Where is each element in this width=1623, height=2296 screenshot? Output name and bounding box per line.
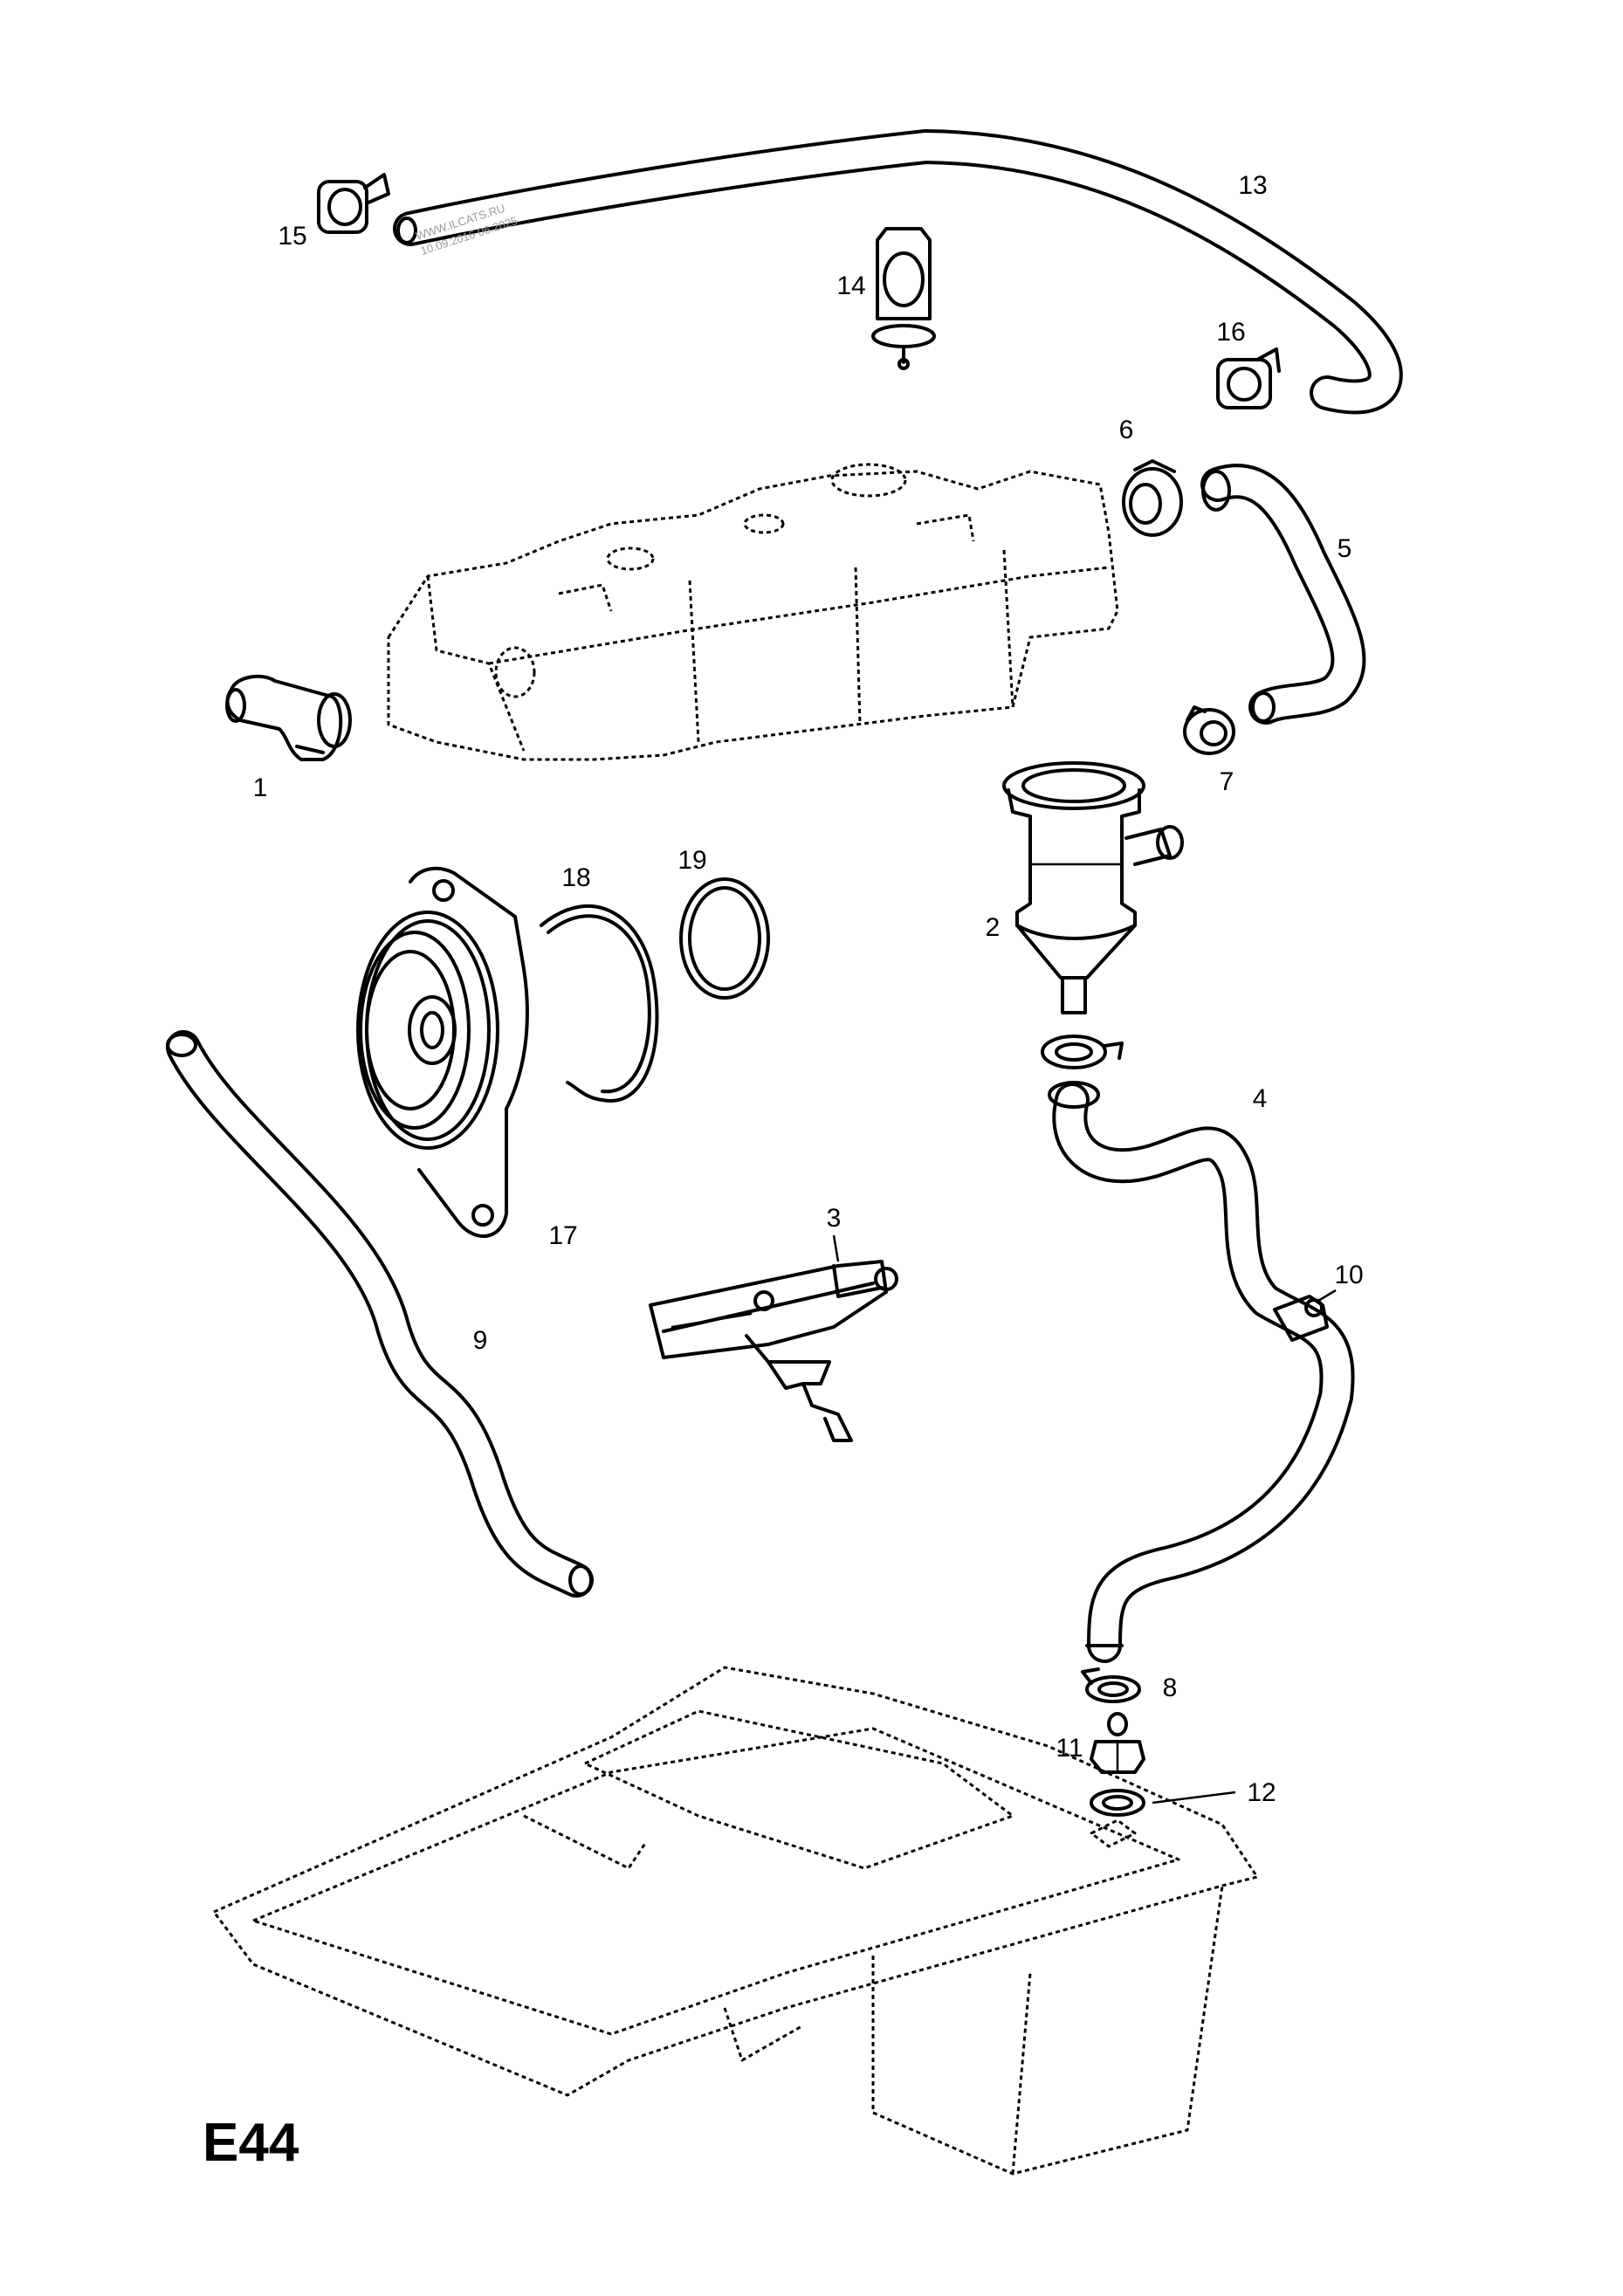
callout-6: 6 — [1119, 416, 1134, 444]
callout-18: 18 — [561, 863, 590, 892]
bracket-14[interactable] — [871, 227, 936, 370]
callout-14: 14 — [836, 272, 865, 300]
callout-17: 17 — [548, 1221, 577, 1250]
clip-6[interactable] — [1122, 459, 1183, 537]
cylinder-head-cover — [387, 463, 1119, 761]
hose-9[interactable] — [166, 1030, 594, 1598]
clip-15[interactable] — [317, 173, 390, 234]
clip-16[interactable] — [1216, 347, 1281, 409]
callout-1: 1 — [253, 773, 268, 802]
callout-8: 8 — [1163, 1674, 1178, 1702]
gasket-18[interactable] — [540, 904, 659, 1103]
hose-5[interactable] — [1200, 464, 1366, 725]
oil-pan — [212, 1666, 1259, 2176]
callouts: 1 2 3 4 5 6 7 8 9 10 11 12 13 14 15 16 1… — [253, 171, 1364, 1807]
hose-4[interactable] — [1048, 1081, 1355, 1663]
pulley-17[interactable] — [356, 866, 529, 1238]
callout-13: 13 — [1238, 171, 1267, 200]
clip-10[interactable] — [1273, 1295, 1329, 1342]
clip-7[interactable] — [1183, 705, 1235, 755]
clip-2-outlet[interactable] — [1041, 1035, 1124, 1069]
hose-13[interactable] — [393, 129, 1403, 415]
callout-5: 5 — [1338, 534, 1352, 563]
bracket-3[interactable] — [649, 1260, 898, 1442]
clip-8[interactable] — [1081, 1667, 1141, 1703]
callout-4: 4 — [1253, 1084, 1268, 1113]
callout-19: 19 — [677, 846, 706, 875]
callout-15: 15 — [278, 222, 306, 251]
seal-12[interactable] — [1090, 1789, 1145, 1817]
callout-10: 10 — [1334, 1261, 1363, 1289]
callout-12: 12 — [1247, 1778, 1276, 1807]
callout-11: 11 — [1056, 1734, 1083, 1763]
diagram-code: E44 — [203, 2113, 299, 2173]
o-ring-19[interactable] — [679, 877, 770, 1000]
callout-3: 3 — [827, 1204, 842, 1233]
elbow-1[interactable] — [225, 674, 352, 761]
callout-7: 7 — [1220, 767, 1234, 796]
callout-2: 2 — [986, 913, 1001, 942]
callout-9: 9 — [473, 1326, 488, 1355]
callout-16: 16 — [1216, 318, 1245, 347]
separator-2[interactable] — [1002, 761, 1184, 1014]
valve-11[interactable] — [1090, 1712, 1145, 1774]
